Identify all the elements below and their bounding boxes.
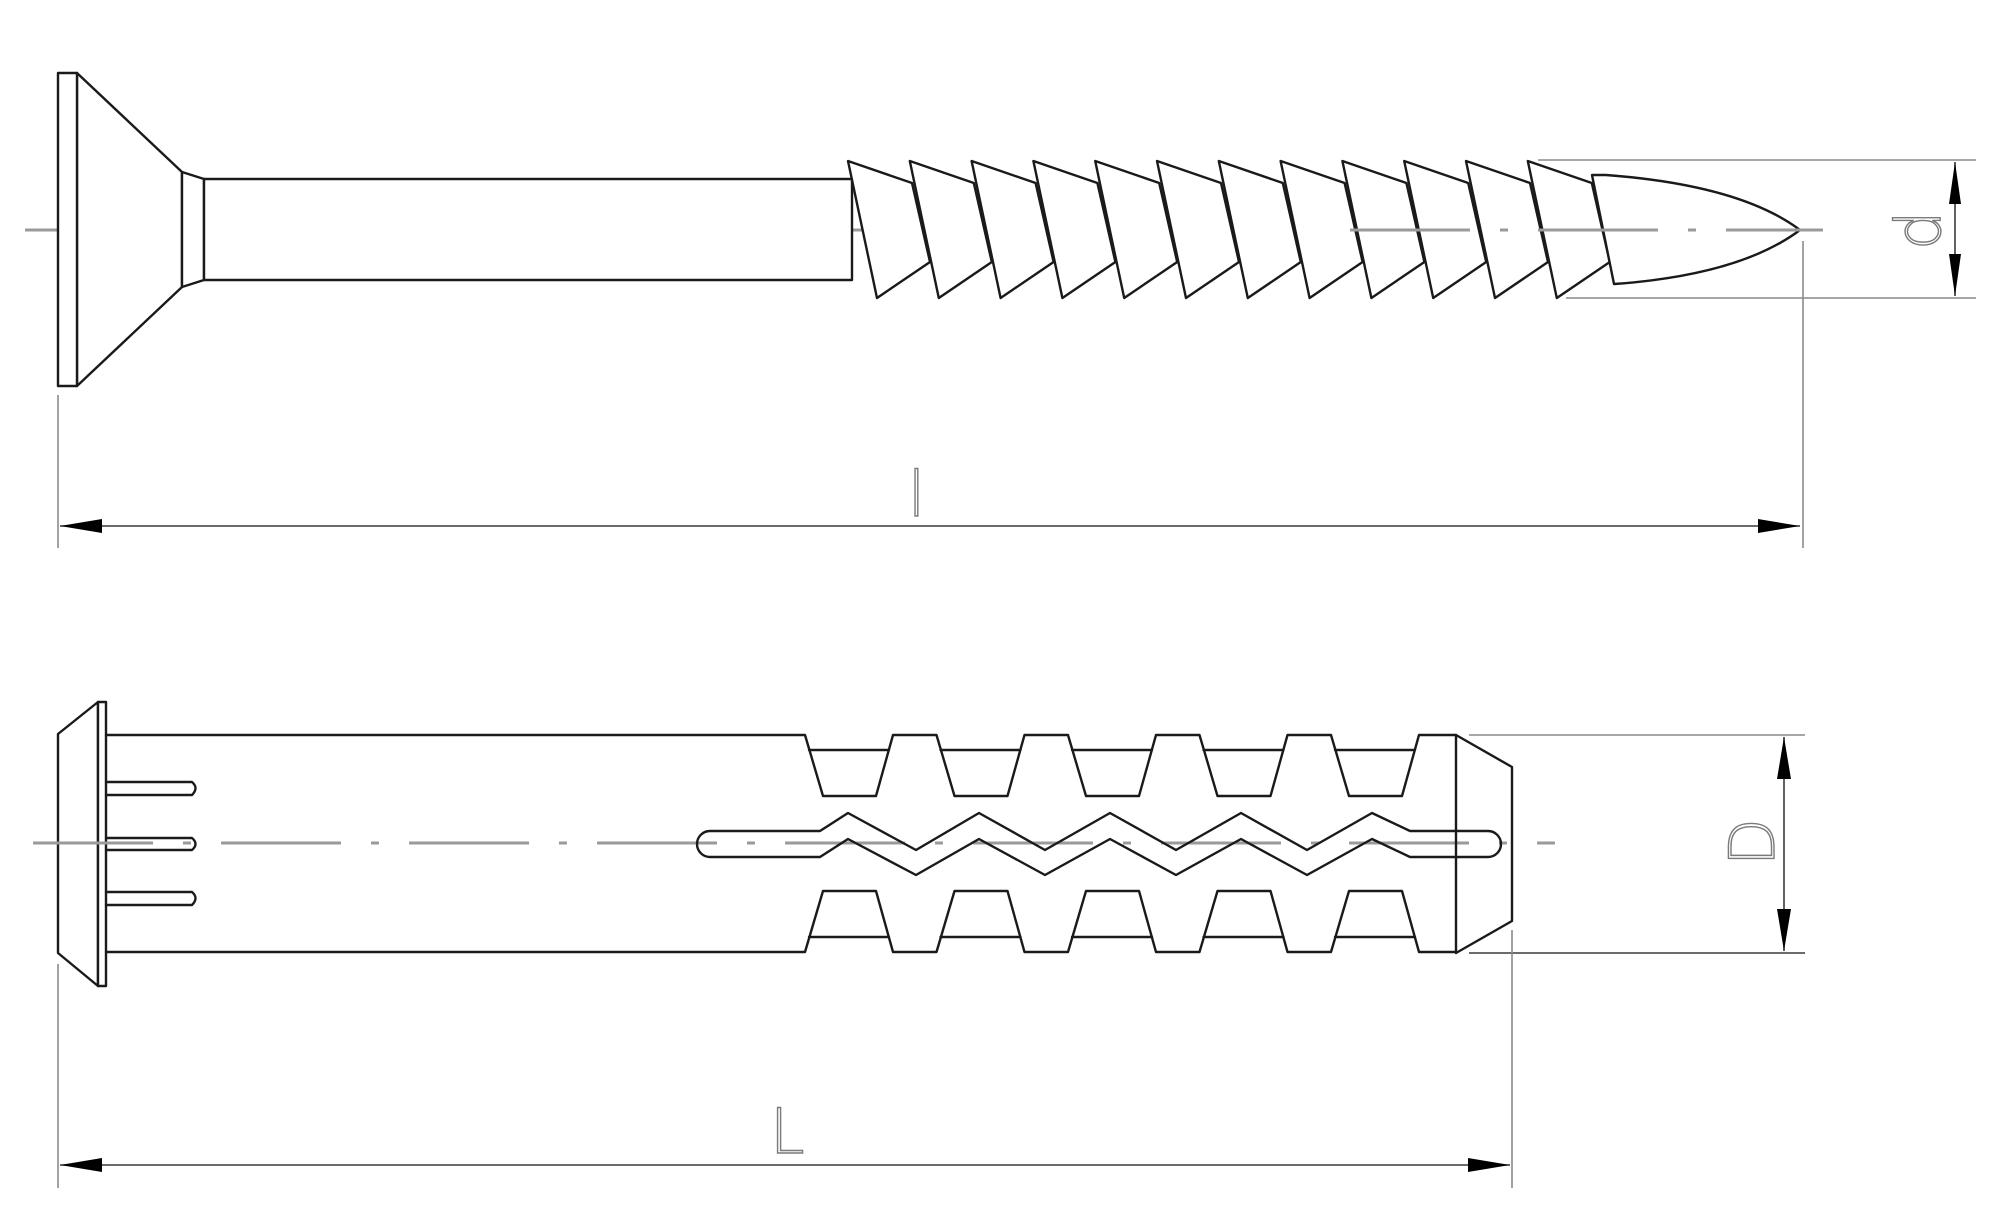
screw-thread [970,159,1055,300]
screw-thread [1279,159,1364,300]
arrow-down-icon [1949,254,1961,296]
anchor-nail-top [104,780,197,797]
arrow-left-icon [60,1158,102,1172]
screw-neck [180,170,206,289]
screw-thread [846,159,932,300]
anchor-ribs [807,748,1417,939]
anchor-nail-middle [104,836,197,852]
screw-thread [1093,159,1179,300]
screw-thread [908,159,993,300]
screw-diameter-label: d [1882,211,1955,250]
anchor-length-label: L [770,1095,805,1168]
arrow-right-icon [1468,1158,1510,1172]
arrow-up-icon [1777,737,1791,779]
arrow-left-icon [60,519,102,533]
screw-shank [202,177,854,282]
anchor-body [104,733,1458,954]
anchor-tip [1454,733,1514,955]
anchor-diameter-label: D [1716,818,1789,866]
anchor-nail-bottom [104,890,197,907]
arrow-right-icon [1758,519,1800,533]
anchor: D L [33,700,1805,1188]
screw-thread [1155,159,1241,300]
anchor-slot [695,811,1503,877]
screw-head-plate [56,71,79,388]
screw-thread [1217,159,1303,300]
screw-thread [1032,159,1117,300]
arrow-up-icon [1949,162,1961,204]
screw-head-cone [75,71,184,388]
screw-length-label: l [908,458,925,531]
arrow-down-icon [1777,909,1791,951]
screw-threads [846,159,1612,300]
screw: l d [25,71,1976,548]
